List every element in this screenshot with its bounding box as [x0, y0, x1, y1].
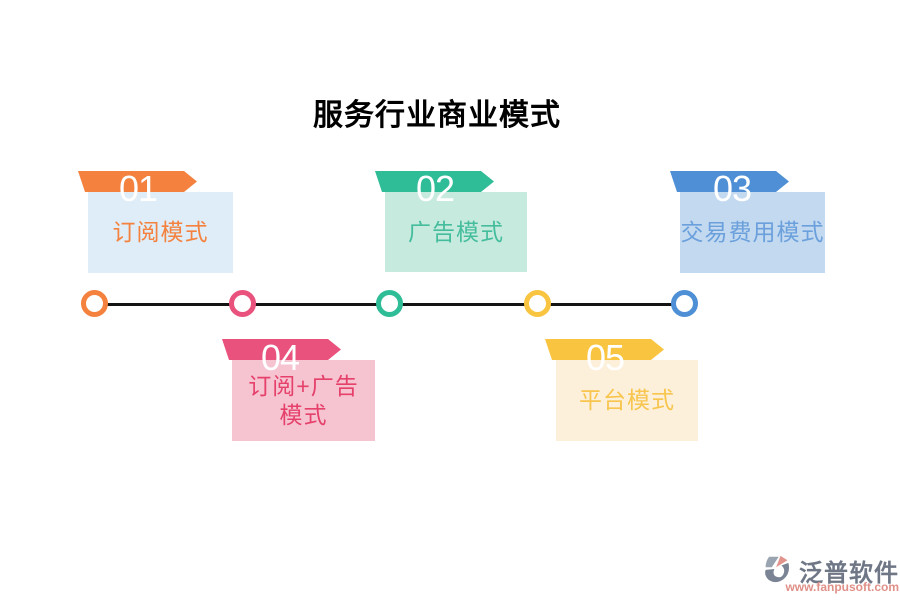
timeline-dot-01 [81, 290, 108, 317]
watermark: 泛普软件 www.fanpusoft.com [760, 551, 900, 597]
card-subscription-model: 订阅模式 [88, 192, 233, 273]
card-label: 平台模式 [579, 387, 675, 414]
step-number-02: 02 [415, 168, 455, 209]
timeline-dot-05 [524, 290, 551, 317]
banner-arrow-01 [78, 171, 197, 192]
card-label: 订阅+广告 模式 [248, 372, 359, 428]
step-number-03: 03 [712, 168, 752, 209]
card-label: 订阅模式 [112, 219, 209, 246]
timeline-dot-04 [229, 290, 256, 317]
banner-arrow-02 [375, 171, 494, 192]
watermark-brand-text: 泛普软件 [799, 560, 899, 587]
watermark-url-text: www.fanpusoft.com [785, 580, 899, 594]
card-advertising-model: 广告模式 [385, 192, 527, 272]
banner-arrow-05 [545, 339, 664, 360]
card-label: 广告模式 [408, 218, 504, 245]
banner-arrow-03 [670, 171, 789, 192]
step-number-01: 01 [118, 168, 158, 209]
step-number-05: 05 [585, 337, 625, 378]
card-subscription-plus-ads-model: 订阅+广告 模式 [232, 360, 375, 441]
card-label: 交易费用模式 [680, 219, 825, 246]
timeline-dot-02 [376, 290, 403, 317]
page-title: 服务行业商业模式 [313, 99, 561, 132]
card-platform-model: 平台模式 [556, 360, 698, 441]
timeline-dot-03 [671, 290, 698, 317]
card-transaction-fee-model: 交易费用模式 [680, 192, 825, 273]
fanpu-logo-icon [765, 555, 790, 583]
step-number-04: 04 [260, 337, 300, 378]
banner-arrow-04 [222, 339, 341, 360]
